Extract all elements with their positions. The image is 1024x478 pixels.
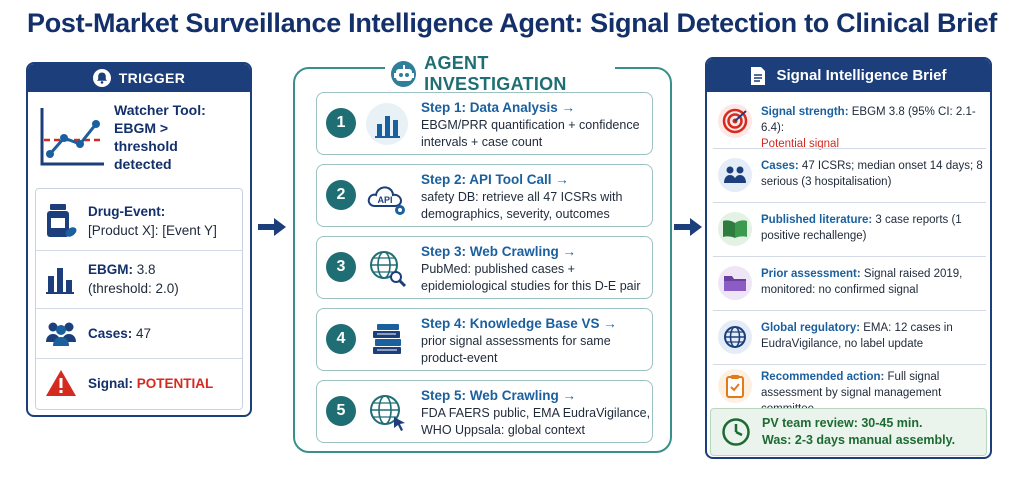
- brief-value: EBGM 3.8 (95% CI: 2.1-6.4):: [761, 106, 976, 134]
- people-icon: [718, 158, 752, 192]
- open-book-icon: [718, 212, 752, 246]
- ebgm-item: EBGM: 3.8 (threshold: 2.0): [36, 255, 242, 303]
- api-cloud-icon: API: [367, 186, 405, 215]
- agent-header: AGENT INVESTIGATION: [385, 53, 615, 94]
- people-icon: [46, 322, 76, 346]
- ebgm-label: EBGM:: [88, 262, 133, 277]
- warning-icon: [46, 370, 76, 396]
- trend-chart-icon: [40, 108, 104, 166]
- target-icon: [718, 104, 752, 138]
- trigger-header: TRIGGER: [28, 64, 250, 92]
- step-number: 4: [326, 324, 356, 354]
- globe-search-icon: [370, 251, 407, 288]
- drug-event-value: [Product X]: [Event Y]: [88, 223, 217, 238]
- review-previous: Was: 2-3 days manual assembly.: [762, 433, 956, 447]
- agent-panel: AGENT INVESTIGATION 1 Step 1: Data Analy…: [293, 53, 672, 453]
- brief-label: Cases:: [761, 160, 799, 172]
- page-title: Post-Market Surveillance Intelligence Ag…: [26, 8, 997, 38]
- globe-cursor-icon: [370, 395, 405, 431]
- cases-item: Cases: 47: [36, 313, 242, 353]
- brief-label: Recommended action:: [761, 371, 885, 383]
- brief-label: Global regulatory:: [761, 322, 861, 334]
- step-4: 4 Step 4: Knowledge Base VS → prior signa…: [316, 308, 653, 371]
- brief-prior-assessment: Prior assessment: Signal raised 2019, mo…: [707, 258, 990, 308]
- step-title: Step 2: API Tool Call →: [421, 172, 569, 187]
- ebgm-value: 3.8: [136, 262, 156, 277]
- agent-title: AGENT INVESTIGATION: [424, 53, 567, 94]
- ebgm-threshold: (threshold: 2.0): [88, 281, 179, 296]
- step-title: Step 4: Knowledge Base VS →: [421, 316, 617, 331]
- step-2: 2 API Step 2: API Tool Call → safety DB: …: [316, 164, 653, 227]
- step-3: 3 Step 3: Web Crawling → PubMed: publishe…: [316, 236, 653, 299]
- step-number: 3: [326, 252, 356, 282]
- brief-literature: Published literature: 3 case reports (1 …: [707, 204, 990, 254]
- brief-signal-strength: Signal strength: EBGM 3.8 (95% CI: 2.1-6…: [707, 96, 990, 150]
- drug-event-label: Drug-Event:: [88, 204, 166, 219]
- watcher-tool: Watcher Tool: EBGM > threshold detected: [28, 92, 250, 182]
- pv-review-box: PV team review: 30-45 min. Was: 2-3 days…: [710, 408, 987, 456]
- step-title: Step 3: Web Crawling →: [421, 244, 577, 259]
- cases-label: Cases:: [88, 325, 133, 341]
- step-number: 5: [326, 396, 356, 426]
- brief-recommended-action: Recommended action: Full signal assessme…: [707, 349, 990, 415]
- trigger-details: Drug-Event: [Product X]: [Event Y] EBGM:…: [35, 188, 243, 410]
- brief-value-alert: Potential signal: [761, 138, 839, 150]
- step-desc: safety DB: retrieve all 47 ICSRs with de…: [421, 190, 623, 221]
- step-number: 2: [326, 180, 356, 210]
- globe-icon: [718, 320, 752, 354]
- step-5: 5 Step 5: Web Crawling → FDA FAERS public…: [316, 380, 653, 443]
- arrow-right-icon: [258, 218, 286, 236]
- step-title: Step 5: Web Crawling →: [421, 388, 577, 403]
- step-number: 1: [326, 108, 356, 138]
- signal-value: POTENTIAL: [136, 375, 214, 391]
- cases-value: 47: [136, 325, 152, 341]
- bar-chart-icon: [46, 268, 74, 294]
- signal-item: Signal: POTENTIAL: [36, 363, 242, 403]
- watcher-text: Watcher Tool: EBGM > threshold detected: [114, 102, 206, 172]
- brief-global-regulatory: Global regulatory: EMA: 12 cases in Eudr…: [707, 312, 990, 362]
- step-desc: FDA FAERS public, EMA EudraVigilance, WH…: [421, 406, 651, 437]
- step-desc: PubMed: published cases + epidemiologica…: [421, 262, 641, 293]
- clipboard-check-icon: [718, 369, 752, 403]
- clock-icon: [722, 418, 750, 446]
- step-desc: prior signal assessments for same produc…: [421, 334, 611, 365]
- brief-header: Signal Intelligence Brief: [707, 59, 990, 92]
- pill-bottle-icon: [47, 204, 77, 237]
- bar-chart-icon: [366, 103, 408, 145]
- robot-icon: [391, 61, 417, 87]
- drug-event-item: Drug-Event: [Product X]: [Event Y]: [36, 197, 242, 245]
- brief-value: 3 case reports (1 positive rechallenge): [761, 214, 962, 242]
- brief-value: Signal raised 2019, monitored: no confir…: [761, 268, 963, 296]
- document-icon: [751, 66, 766, 85]
- trigger-panel: TRIGGER Watcher Tool: EBGM > threshold d…: [26, 62, 252, 417]
- brief-label: Published literature:: [761, 214, 873, 226]
- folder-icon: [718, 266, 752, 300]
- step-title: Step 1: Data Analysis →: [421, 100, 576, 115]
- signal-label: Signal:: [88, 375, 134, 391]
- step-1: 1 Step 1: Data Analysis → EBGM/PRR quanti…: [316, 92, 653, 155]
- brief-value: 47 ICSRs; median onset 14 days; 8 seriou…: [761, 160, 983, 188]
- api-label: API: [377, 195, 392, 205]
- brief-title: Signal Intelligence Brief: [776, 67, 947, 84]
- review-time: PV team review: 30-45 min.: [762, 416, 923, 430]
- brief-label: Prior assessment:: [761, 268, 861, 280]
- brief-cases: Cases: 47 ICSRs; median onset 14 days; 8…: [707, 150, 990, 200]
- step-desc: EBGM/PRR quantification + confidence int…: [421, 118, 640, 149]
- brief-panel: Signal Intelligence Brief Signal strengt…: [705, 57, 992, 459]
- bell-icon: [92, 69, 111, 87]
- arrow-right-icon: [674, 218, 702, 236]
- trigger-title: TRIGGER: [118, 70, 186, 86]
- brief-value: EMA: 12 cases in EudraVigilance, no labe…: [761, 322, 953, 350]
- brief-label: Signal strength:: [761, 106, 849, 118]
- books-icon: [373, 324, 401, 354]
